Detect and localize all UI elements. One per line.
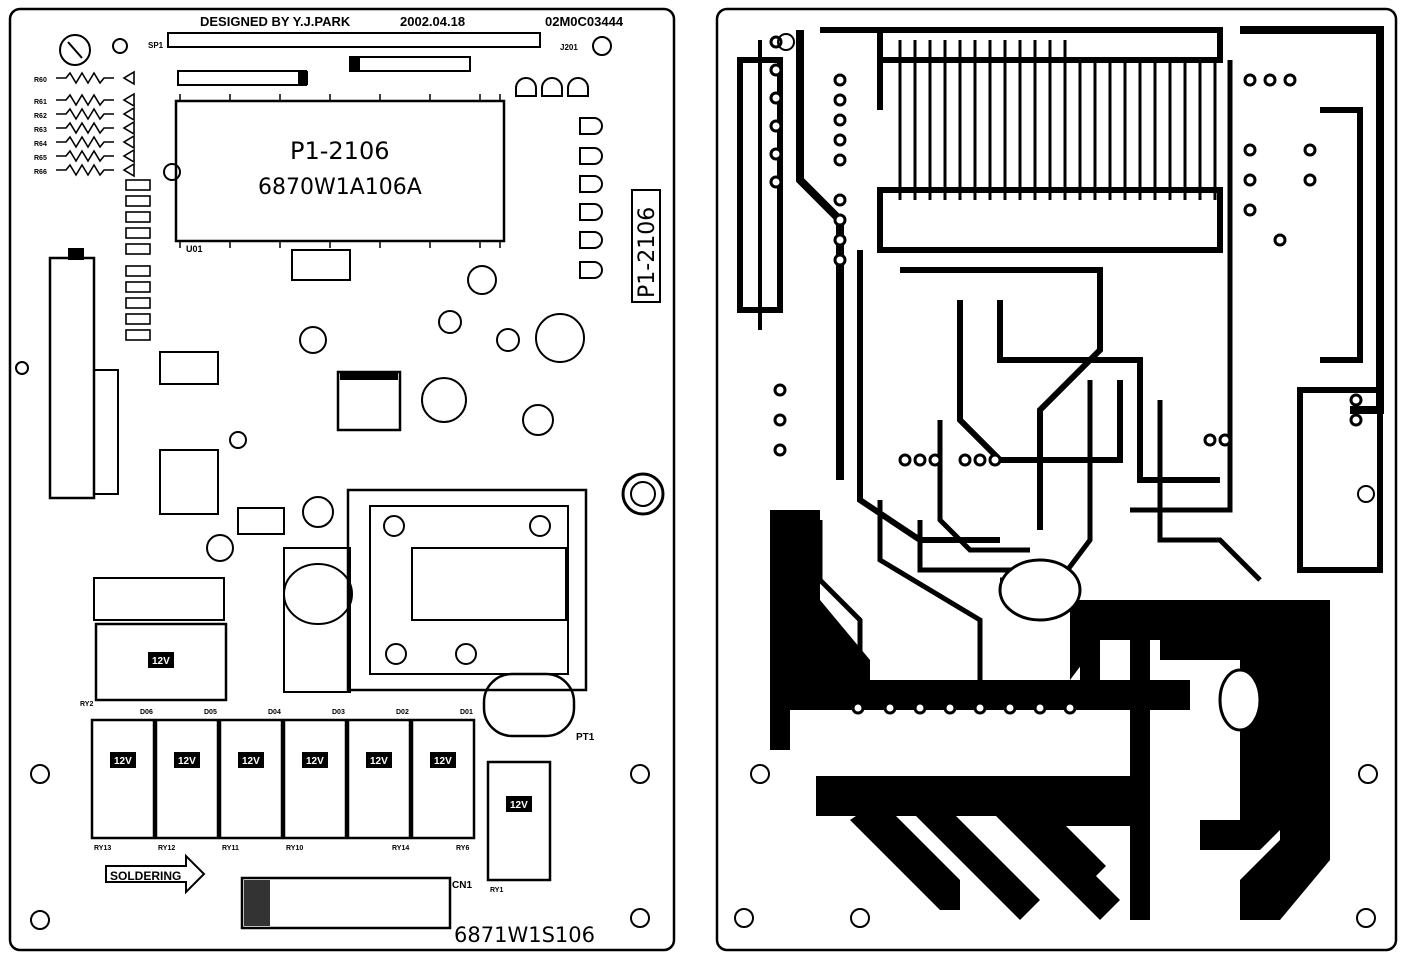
small-ic-1	[159, 351, 219, 385]
board-part: 6871W1S106	[454, 923, 595, 947]
svg-text:RY6: RY6	[456, 845, 469, 852]
soldering-label: SOLDERING	[110, 869, 181, 883]
copper-board	[715, 7, 1398, 952]
svg-text:12V: 12V	[242, 756, 260, 767]
pt1	[482, 672, 576, 738]
svg-text:12V: 12V	[178, 756, 196, 767]
svg-text:12V: 12V	[370, 756, 388, 767]
transistor-group	[515, 77, 589, 97]
relay-ry1	[486, 760, 552, 882]
mount-holes-left	[15, 36, 650, 930]
soldering-arrow	[105, 853, 206, 895]
chip-name: P1-2106	[290, 137, 389, 165]
svg-text:12V: 12V	[114, 756, 132, 767]
small-ic-2	[291, 249, 351, 281]
jumper-column	[125, 179, 151, 341]
svg-text:R62: R62	[34, 113, 47, 120]
transformer	[346, 488, 588, 692]
resistor-column: R60 R61 R62 R63 R64 R65 R66	[34, 71, 114, 177]
capacitor-c-top	[59, 34, 91, 66]
svg-text:RY12: RY12	[158, 845, 175, 852]
svg-text:RY1: RY1	[490, 887, 503, 894]
designer-label: DESIGNED BY Y.J.PARK	[200, 14, 351, 29]
main-ic	[174, 99, 506, 243]
svg-text:D01: D01	[460, 709, 473, 716]
svg-text:R61: R61	[34, 99, 47, 106]
relay-ry2	[94, 622, 228, 702]
chip-part: 6870W1A106A	[258, 175, 422, 200]
j201-label: J201	[560, 43, 578, 52]
svg-text:D04: D04	[268, 709, 281, 716]
ic-trace-lines	[898, 40, 1217, 200]
copper-pads	[769, 35, 1363, 715]
led-column	[579, 117, 603, 279]
header-connector	[167, 32, 541, 48]
relay-row: 12V 12V 12V 12V 12V 12V RY13 RY12 RY11 R…	[90, 709, 476, 852]
cn1-connector	[240, 876, 452, 930]
svg-text:R63: R63	[34, 127, 47, 134]
svg-text:CN1: CN1	[452, 880, 472, 891]
silkscreen-board: DESIGNED BY Y.J.PARK 2002.04.18 02M0C034…	[8, 7, 676, 952]
chip-ref: U01	[186, 244, 203, 254]
small-ic-4	[237, 507, 285, 535]
bar-ar2-tab	[298, 71, 308, 85]
svg-text:D06: D06	[140, 709, 153, 716]
svg-text:RY14: RY14	[392, 845, 409, 852]
round-components	[163, 163, 585, 562]
ic-pins-top	[179, 94, 501, 248]
date-label: 2002.04.18	[400, 14, 465, 29]
svg-text:D03: D03	[332, 709, 345, 716]
mount-holes-right	[734, 33, 1378, 928]
svg-text:RY10: RY10	[286, 845, 303, 852]
svg-text:RY13: RY13	[94, 845, 111, 852]
diode-column	[122, 70, 135, 178]
svg-text:R66: R66	[34, 169, 47, 176]
code-label: 02M0C03444	[545, 14, 624, 29]
svg-text:RY11: RY11	[222, 845, 239, 852]
svg-text:R64: R64	[34, 141, 47, 148]
side-label: P1-2106	[635, 207, 660, 298]
side-label-box	[631, 189, 661, 303]
sp-label: SP1	[148, 41, 164, 50]
mount-ring	[621, 472, 665, 516]
board-outline	[8, 7, 676, 952]
svg-text:12V: 12V	[306, 756, 324, 767]
svg-text:12V: 12V	[434, 756, 452, 767]
svg-text:12V: 12V	[510, 800, 528, 811]
crystal	[93, 577, 225, 621]
svg-text:PT1: PT1	[576, 732, 595, 743]
svg-text:R60: R60	[34, 77, 47, 84]
svg-text:D05: D05	[204, 709, 217, 716]
bar-ar3-tab	[350, 57, 360, 71]
svg-text:RY2: RY2	[80, 701, 93, 708]
svg-text:R65: R65	[34, 155, 47, 162]
svg-text:D02: D02	[396, 709, 409, 716]
svg-text:12V: 12V	[152, 656, 170, 667]
small-ic-3	[159, 449, 219, 515]
